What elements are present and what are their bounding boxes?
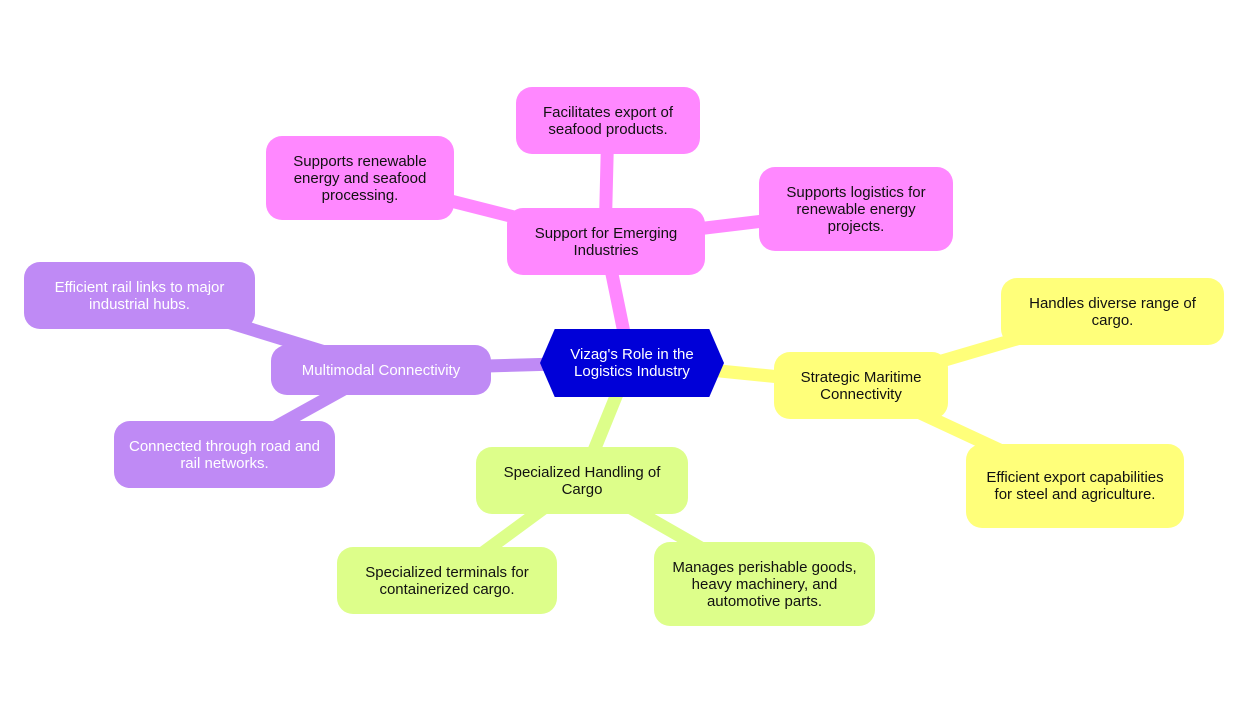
leaf-renewable-logistics: Supports logistics for renewable energy … bbox=[759, 167, 953, 251]
branch-specialized-cargo: Specialized Handling of Cargo bbox=[476, 447, 688, 514]
leaf-road-rail-networks: Connected through road and rail networks… bbox=[114, 421, 335, 488]
leaf-seafood-export: Facilitates export of seafood products. bbox=[516, 87, 700, 154]
leaf-perishables-machinery: Manages perishable goods, heavy machiner… bbox=[654, 542, 875, 626]
branch-emerging-industries: Support for Emerging Industries bbox=[507, 208, 705, 275]
leaf-renewable-seafood-processing: Supports renewable energy and seafood pr… bbox=[266, 136, 454, 220]
branch-multimodal-connectivity: Multimodal Connectivity bbox=[271, 345, 491, 395]
leaf-export-steel-agriculture: Efficient export capabilities for steel … bbox=[966, 444, 1184, 528]
leaf-diverse-cargo: Handles diverse range of cargo. bbox=[1001, 278, 1224, 345]
central-node: Vizag's Role in the Logistics Industry bbox=[540, 329, 724, 397]
leaf-rail-links: Efficient rail links to major industrial… bbox=[24, 262, 255, 329]
branch-maritime-connectivity: Strategic Maritime Connectivity bbox=[774, 352, 948, 419]
leaf-container-terminals: Specialized terminals for containerized … bbox=[337, 547, 557, 614]
